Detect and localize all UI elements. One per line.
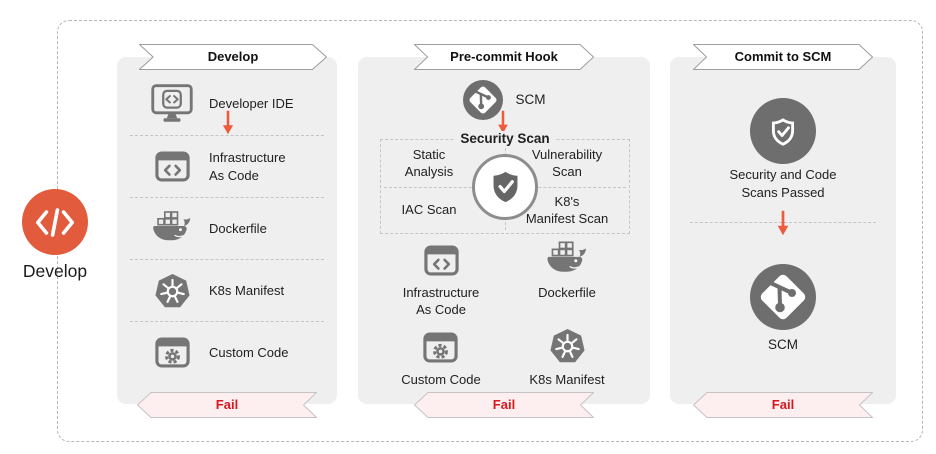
artifact-k8s-manifest: K8s Manifest bbox=[529, 327, 605, 388]
scm-node: SCM bbox=[358, 80, 650, 120]
artifact-custom-code: Custom Code bbox=[401, 327, 481, 388]
list-item-dockerfile: Dockerfile bbox=[130, 197, 324, 259]
artifact-infrastructure-as-code: Infrastructure As Code bbox=[402, 240, 480, 318]
list-item-infrastructure-as-code: Infrastructure As Code bbox=[130, 135, 324, 197]
flow-arrow-down-icon bbox=[777, 209, 789, 237]
develop-item-list: Developer IDE Infrastructure As Code Doc… bbox=[130, 73, 324, 383]
item-label: K8s Manifest bbox=[209, 282, 285, 298]
fail-banner-develop: Fail bbox=[137, 392, 317, 418]
window-gear-icon bbox=[423, 327, 458, 365]
item-label: Infrastructure As Code bbox=[209, 150, 286, 183]
banner-label: Develop bbox=[207, 49, 259, 64]
shield-check-icon bbox=[750, 98, 816, 164]
artifact-grid: Infrastructure As Code Dockerfile Custom… bbox=[358, 240, 650, 388]
panel-commit-to-scm: Security and Code Scans Passed SCM bbox=[670, 57, 896, 404]
flow-arrow-down-icon bbox=[222, 110, 234, 135]
panel-develop: Developer IDE Infrastructure As Code Doc… bbox=[117, 57, 337, 404]
kubernetes-icon bbox=[549, 327, 586, 365]
stage-banner-develop: Develop bbox=[139, 44, 327, 70]
quadrant-vulnerability-scan: Vulnerability Scan bbox=[531, 147, 603, 180]
code-icon bbox=[34, 207, 76, 238]
fail-label: Fail bbox=[215, 397, 239, 412]
panel-pre-commit-hook: SCM Security Scan Static Analysis Vulner… bbox=[358, 57, 650, 404]
window-code-icon bbox=[424, 240, 459, 278]
develop-node-label: Develop bbox=[22, 261, 88, 281]
fail-banner-pre-commit-hook: Fail bbox=[414, 392, 594, 418]
window-code-icon bbox=[150, 149, 194, 184]
docker-whale-icon bbox=[150, 210, 194, 247]
window-gear-icon bbox=[150, 335, 194, 370]
security-scan-title: Security Scan bbox=[453, 131, 557, 146]
banner-label: Pre-commit Hook bbox=[450, 49, 558, 64]
fail-label: Fail bbox=[492, 397, 516, 412]
shield-check-icon bbox=[472, 153, 538, 220]
banner-label: Commit to SCM bbox=[734, 49, 832, 64]
artifact-label: Dockerfile bbox=[538, 285, 596, 300]
scm-label: SCM bbox=[515, 92, 546, 108]
security-scan-box: Security Scan Static Analysis Vulnerabil… bbox=[380, 131, 630, 234]
develop-node bbox=[22, 189, 88, 255]
fail-banner-commit-to-scm: Fail bbox=[693, 392, 873, 418]
fail-label: Fail bbox=[771, 397, 795, 412]
scan-quadrants: Static Analysis Vulnerability Scan IAC S… bbox=[381, 140, 629, 233]
stage-banner-commit-to-scm: Commit to SCM bbox=[693, 44, 873, 70]
item-label: Developer IDE bbox=[209, 96, 294, 112]
quadrant-static-analysis: Static Analysis bbox=[404, 147, 454, 180]
quadrant-k8s-manifest-scan: K8's Manifest Scan bbox=[525, 193, 609, 226]
scans-passed-label: Security and Code Scans Passed bbox=[729, 167, 837, 200]
item-label: Custom Code bbox=[209, 344, 289, 360]
monitor-code-icon bbox=[150, 84, 194, 124]
stage-banner-pre-commit-hook: Pre-commit Hook bbox=[414, 44, 594, 70]
list-item-developer-ide: Developer IDE bbox=[130, 73, 324, 135]
item-label: Dockerfile bbox=[209, 220, 267, 236]
list-item-k8s-manifest: K8s Manifest bbox=[130, 259, 324, 321]
artifact-label: K8s Manifest bbox=[529, 372, 605, 388]
artifact-label: Custom Code bbox=[401, 372, 481, 388]
kubernetes-icon bbox=[150, 272, 194, 310]
artifact-label: Infrastructure As Code bbox=[402, 285, 480, 318]
git-branch-icon bbox=[750, 264, 816, 330]
docker-whale-icon bbox=[544, 240, 590, 278]
artifact-dockerfile: Dockerfile bbox=[538, 240, 596, 318]
list-item-custom-code: Custom Code bbox=[130, 321, 324, 383]
quadrant-iac-scan: IAC Scan bbox=[401, 202, 457, 218]
scm-label: SCM bbox=[768, 337, 798, 352]
